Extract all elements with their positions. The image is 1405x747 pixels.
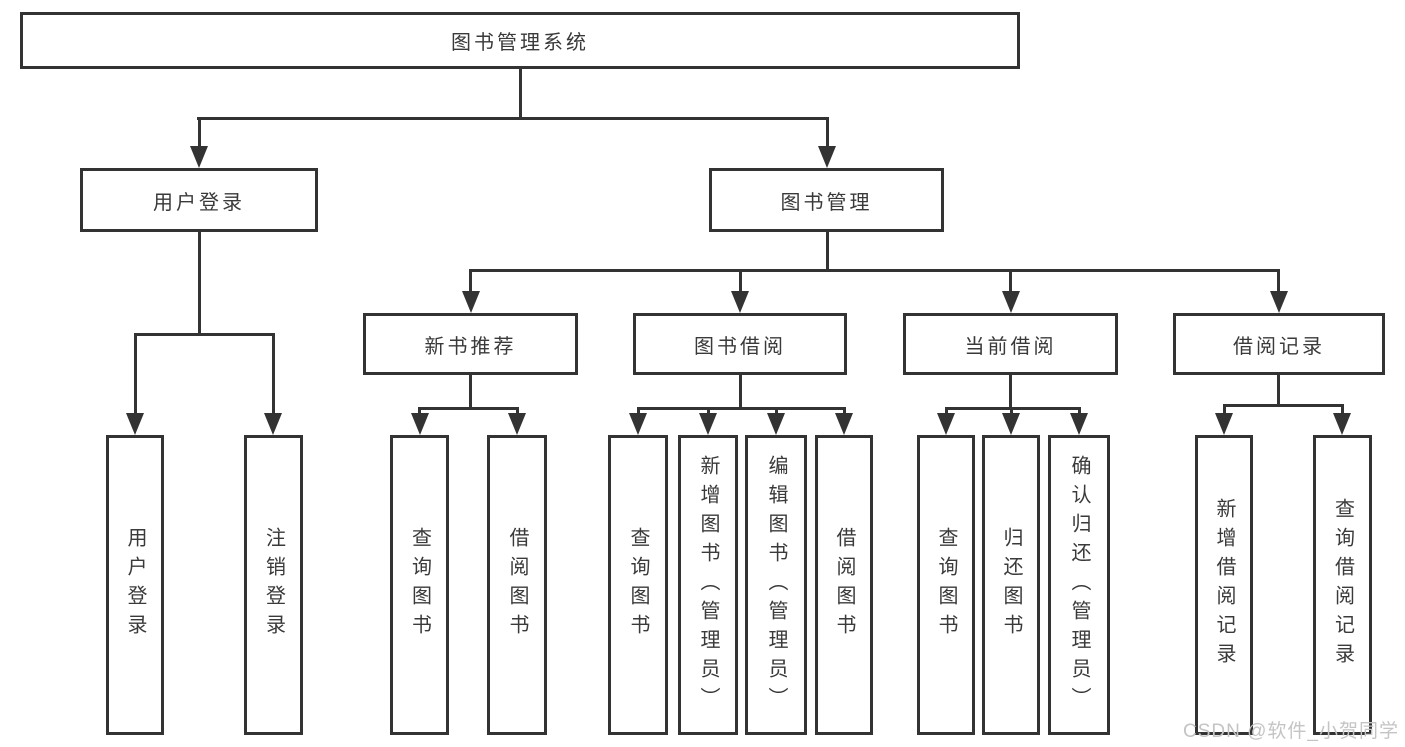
connector-line [418, 407, 519, 410]
node-label: 用户登录 [124, 527, 146, 643]
node-borrowing-records: 借阅记录 [1173, 313, 1385, 375]
leaf-add-books-admin: 新增图书（管理员） [678, 435, 738, 735]
connector-line [134, 333, 137, 415]
node-label: 归还图书 [1000, 527, 1022, 643]
leaf-query-books-3: 查询图书 [917, 435, 975, 735]
connector-line [1078, 407, 1081, 416]
connector-line [469, 375, 472, 410]
node-label: 查询图书 [627, 527, 649, 643]
arrowhead [937, 413, 955, 435]
leaf-query-books-1: 查询图书 [390, 435, 449, 735]
arrowhead [1002, 413, 1020, 435]
arrowhead [508, 413, 526, 435]
connector-line [826, 232, 829, 272]
arrowhead [699, 413, 717, 435]
connector-line [1009, 375, 1012, 410]
node-label: 查询借阅记录 [1331, 498, 1354, 672]
node-label: 查询图书 [935, 527, 957, 643]
connector-line [1009, 269, 1012, 293]
connector-line [198, 117, 201, 147]
connector-line [707, 407, 710, 416]
connector-line [843, 407, 846, 416]
connector-line [418, 407, 421, 416]
connector-line [826, 117, 829, 147]
connector-line [197, 117, 829, 120]
arrowhead [190, 146, 208, 168]
connector-line [739, 269, 742, 293]
node-label: 注销登录 [262, 527, 285, 643]
leaf-add-borrow-record: 新增借阅记录 [1195, 435, 1253, 735]
node-label: 编辑图书（管理员） [765, 454, 787, 716]
arrowhead [1002, 291, 1020, 313]
connector-line [637, 407, 640, 416]
connector-line [469, 269, 472, 293]
arrowhead [767, 413, 785, 435]
connector-line [1223, 404, 1344, 407]
leaf-return-books: 归还图书 [982, 435, 1040, 735]
connector-line [945, 407, 1081, 410]
arrowhead [1333, 413, 1351, 435]
node-book-borrowing: 图书借阅 [633, 313, 847, 375]
leaf-query-borrow-record: 查询借阅记录 [1313, 435, 1372, 735]
connector-line [1010, 407, 1013, 416]
connector-line [198, 232, 201, 336]
arrowhead [126, 413, 144, 435]
node-user-login-group: 用户登录 [80, 168, 318, 232]
node-label: 确认归还（管理员） [1068, 454, 1090, 716]
csdn-watermark: CSDN @软件_小贺同学 [1183, 721, 1399, 742]
arrowhead [411, 413, 429, 435]
connector-line [1277, 375, 1280, 407]
node-label: 查询图书 [408, 527, 431, 643]
node-current-borrowing: 当前借阅 [903, 313, 1118, 375]
connector-line [945, 407, 948, 416]
node-label: 图书管理 [780, 191, 873, 214]
connector-line [469, 269, 1280, 272]
connector-line [134, 333, 275, 336]
arrowhead [835, 413, 853, 435]
node-label: 图书管理系统 [451, 32, 589, 54]
leaf-borrow-books-2: 借阅图书 [815, 435, 873, 735]
leaf-edit-books-admin: 编辑图书（管理员） [745, 435, 807, 735]
connector-line [516, 407, 519, 416]
leaf-user-login: 用户登录 [106, 435, 164, 735]
node-book-management-group: 图书管理 [709, 168, 944, 232]
leaf-confirm-return-admin: 确认归还（管理员） [1048, 435, 1110, 735]
arrowhead [1215, 413, 1233, 435]
connector-line [1223, 404, 1226, 415]
connector-line [739, 375, 742, 410]
arrowhead [1270, 291, 1288, 313]
node-label: 借阅图书 [506, 527, 528, 643]
connector-line [519, 69, 522, 120]
node-new-book-recommend: 新书推荐 [363, 313, 578, 375]
arrowhead [629, 413, 647, 435]
node-label: 新书推荐 [424, 335, 517, 358]
node-root-library-system: 图书管理系统 [20, 12, 1020, 69]
connector-line [775, 407, 778, 416]
node-label: 新增图书（管理员） [697, 454, 719, 716]
connector-line [637, 407, 846, 410]
connector-line [1341, 404, 1344, 415]
node-label: 借阅图书 [833, 527, 855, 643]
leaf-query-books-2: 查询图书 [608, 435, 668, 735]
node-label: 图书借阅 [694, 335, 786, 358]
node-label: 用户登录 [153, 191, 245, 214]
connector-line [272, 333, 275, 415]
node-label: 借阅记录 [1233, 335, 1325, 358]
arrowhead [731, 291, 749, 313]
arrowhead [818, 146, 836, 168]
leaf-borrow-books-1: 借阅图书 [487, 435, 547, 735]
connector-line [1277, 269, 1280, 293]
arrowhead [462, 291, 480, 313]
node-label: 新增借阅记录 [1213, 498, 1235, 672]
leaf-logout: 注销登录 [244, 435, 303, 735]
node-label: 当前借阅 [964, 335, 1057, 358]
arrowhead [264, 413, 282, 435]
arrowhead [1070, 413, 1088, 435]
